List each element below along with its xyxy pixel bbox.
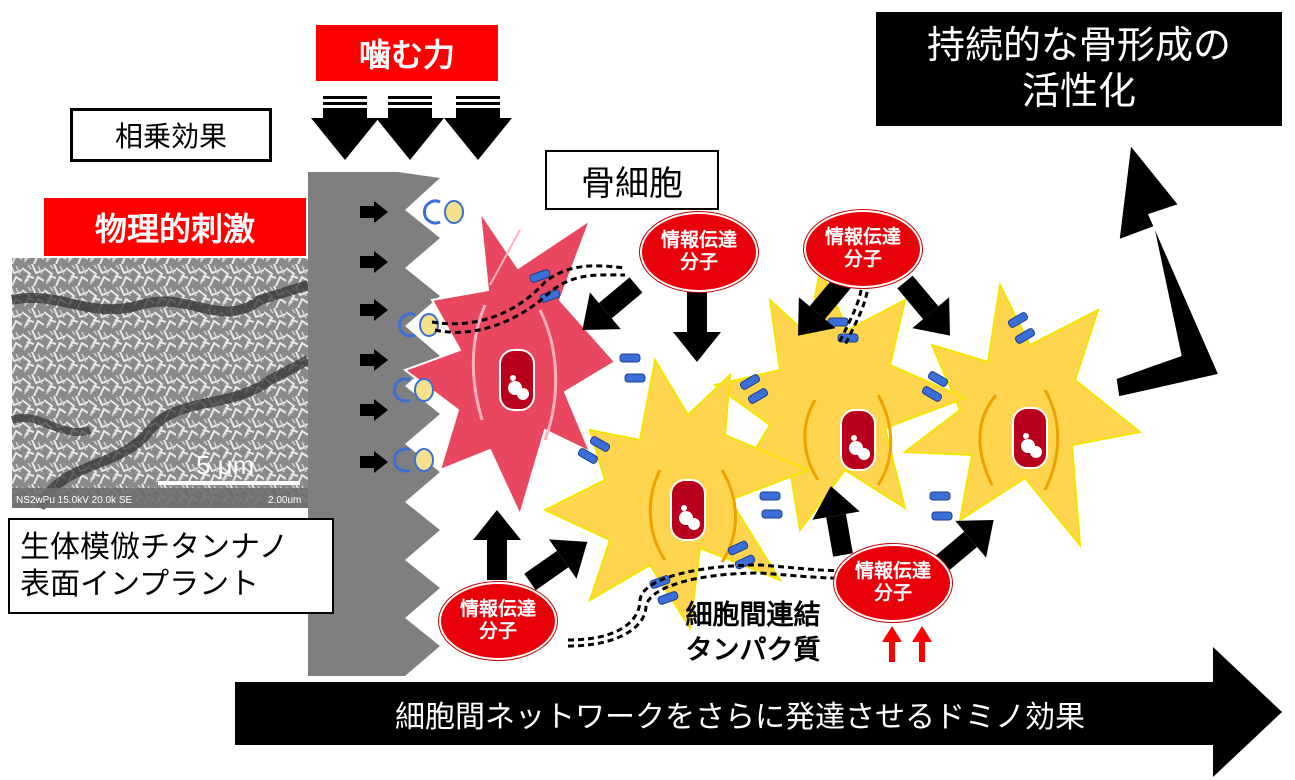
sem-caption-left: NS2wPu 15.0kV 20.0k SE <box>16 495 133 506</box>
signal-molecule-3: 情報伝達 分子 <box>439 582 557 660</box>
signal-molecule-1: 情報伝達 分子 <box>640 212 758 292</box>
bone-formation-line2: 活性化 <box>1021 69 1136 113</box>
implant-surface <box>308 172 440 676</box>
domino-arrow <box>235 647 1282 777</box>
signal-molecule-4-line1: 情報伝達 <box>854 560 931 583</box>
implant-label: 生体模倣チタンナノ 表面インプラント <box>8 518 334 614</box>
implant-label-line2: 表面インプラント <box>20 567 260 602</box>
cascade-arrows <box>473 275 994 591</box>
scale-bar-label: 5 μm <box>196 450 254 480</box>
signal-molecule-3-line1: 情報伝達 <box>459 598 536 621</box>
osteocyte-label: 骨細胞 <box>545 150 719 210</box>
implant-label-line1: 生体模倣チタンナノ <box>20 529 289 565</box>
signal-molecule-1-line2: 分子 <box>679 251 718 273</box>
synergy-label: 相乗効果 <box>70 108 272 162</box>
signal-molecule-4-line2: 分子 <box>873 582 912 604</box>
upregulation-arrows <box>882 626 932 662</box>
sem-caption-right: 2.00um <box>268 495 301 506</box>
network-domino-label: 細胞間ネットワークをさらに発達させるドミノ効果 <box>395 700 1085 735</box>
signal-molecule-2-line2: 分子 <box>843 248 882 270</box>
junction-protein-line2: タンパク質 <box>685 635 821 667</box>
signal-molecule-3-line2: 分子 <box>478 620 517 642</box>
sem-micrograph: 5 μm NS2wPu 15.0kV 20.0k SE 2.00um <box>10 258 311 511</box>
bone-formation-line1: 持続的な骨形成の <box>926 23 1231 68</box>
surface-receptors <box>392 199 464 473</box>
signal-molecule-2-line1: 情報伝達 <box>824 226 901 249</box>
signal-molecule-1-line1: 情報伝達 <box>660 229 737 252</box>
signal-molecule-2: 情報伝達 分子 <box>804 210 922 288</box>
signal-molecule-4: 情報伝達 分子 <box>834 544 952 622</box>
bite-force-arrows <box>311 96 512 160</box>
bone-formation-label: 持続的な骨形成の 活性化 <box>876 12 1282 126</box>
physical-stimulus-label: 物理的刺激 <box>44 198 306 256</box>
cell-nuclei <box>499 349 1048 541</box>
junction-protein-line1: 細胞間連結 <box>685 600 821 631</box>
bone-formation-arrow <box>1113 139 1223 400</box>
bite-force-label: 噛む力 <box>316 25 498 81</box>
stimulus-arrows <box>360 201 388 473</box>
junction-protein-label: 細胞間連結 タンパク質 <box>668 598 838 668</box>
signal-paths <box>431 264 870 648</box>
